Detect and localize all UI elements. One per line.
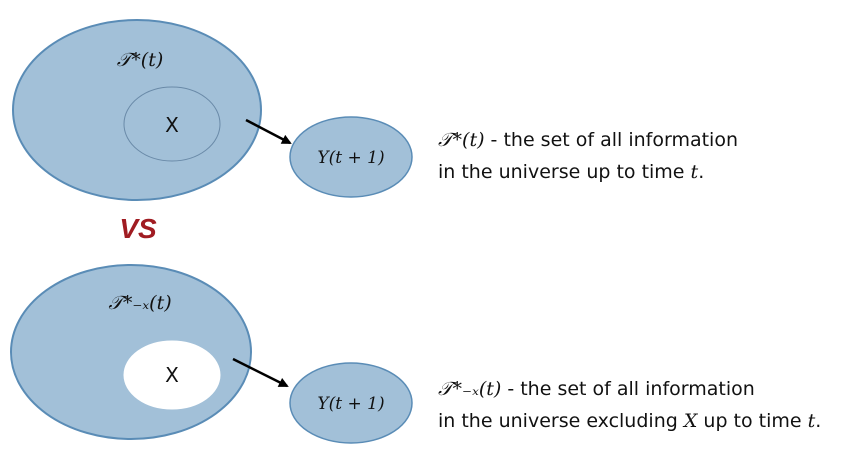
description-text-bottom: - the set of all information xyxy=(501,378,755,400)
description-line2-prefix-bottom: in the universe excluding xyxy=(438,410,684,432)
target-ellipse-bottom xyxy=(289,362,413,444)
description-line1-bottom: 𝒯*₋ₓ(t) - the set of all information xyxy=(438,378,755,400)
description-period-bottom: . xyxy=(815,410,821,432)
description-line2-prefix-top: in the universe up to time xyxy=(438,161,691,183)
description-symbol-bottom: 𝒯*₋ₓ(t) xyxy=(438,378,501,400)
description-line2-bottom: in the universe excluding X up to time t… xyxy=(438,410,821,432)
x-label-bottom: X xyxy=(165,363,179,387)
arrow-bottom xyxy=(232,357,289,388)
vs-label: VS xyxy=(119,213,157,244)
x-excluded-ellipse-bottom xyxy=(123,340,221,410)
target-label-bottom: Y(t + 1) xyxy=(317,394,384,414)
x-label-top: X xyxy=(165,113,179,137)
description-var-t-bottom: t xyxy=(808,410,816,432)
universe-set-label-top: 𝒯*(t) xyxy=(117,49,164,71)
target-label-top: Y(t + 1) xyxy=(317,148,384,168)
x-subset-ellipse-top xyxy=(123,86,221,162)
arrow-top xyxy=(245,118,292,145)
target-ellipse-top xyxy=(289,116,413,198)
description-line1-top: 𝒯*(t) - the set of all information xyxy=(438,129,738,151)
description-line2-middle-bottom: up to time xyxy=(697,410,807,432)
description-var-x-bottom: X xyxy=(682,410,699,432)
universe-set-label-bottom: 𝒯*₋ₓ(t) xyxy=(108,292,171,314)
description-text-top: - the set of all information xyxy=(485,129,739,151)
description-symbol-top: 𝒯*(t) xyxy=(438,129,485,151)
description-period-top: . xyxy=(698,161,704,183)
description-line2-top: in the universe up to time t. xyxy=(438,161,704,183)
description-var-t-top: t xyxy=(691,161,699,183)
